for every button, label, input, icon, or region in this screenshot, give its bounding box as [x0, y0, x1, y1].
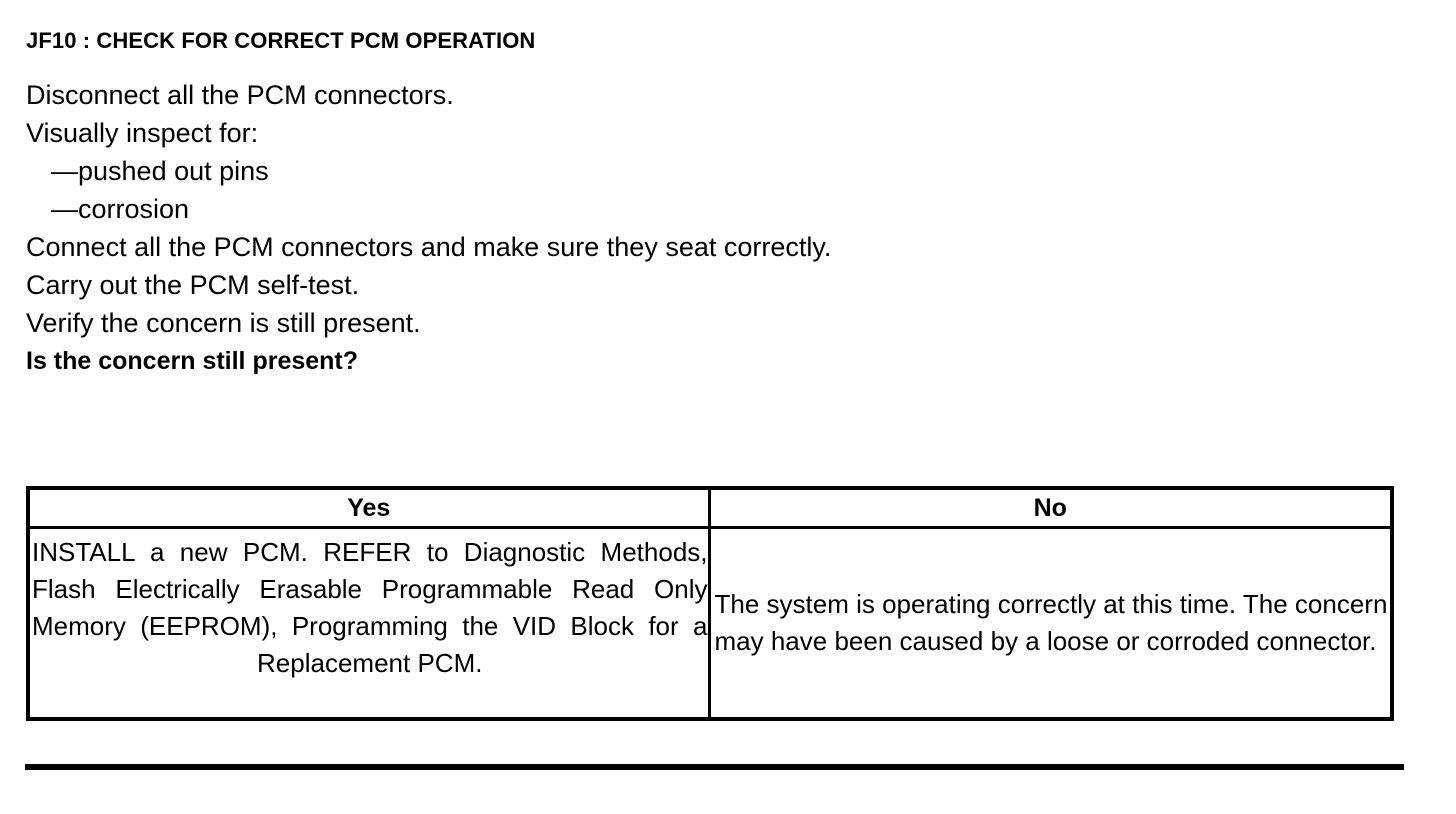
instruction-line: Verify the concern is still present.: [26, 308, 421, 338]
instruction-list: Disconnect all the PCM connectors. Visua…: [26, 76, 1396, 380]
cell-no-action: The system is operating correctly at thi…: [707, 526, 1394, 721]
instruction-line: Disconnect all the PCM connectors.: [26, 80, 454, 110]
instruction-line: Connect all the PCM connectors and make …: [26, 232, 832, 262]
instruction-line: Carry out the PCM self-test.: [26, 270, 360, 300]
decision-question: Is the concern still present?: [26, 347, 359, 375]
column-header-yes: Yes: [26, 486, 711, 529]
instruction-line: Visually inspect for:: [26, 118, 259, 148]
table-header-row: Yes No: [26, 486, 1394, 529]
table-row: INSTALL a new PCM. REFER to Diagnostic M…: [26, 526, 1394, 721]
instruction-bullet: —corrosion: [51, 194, 190, 224]
cell-yes-action: INSTALL a new PCM. REFER to Diagnostic M…: [26, 526, 711, 721]
instruction-bullet: —pushed out pins: [51, 156, 269, 186]
decision-table: Yes No INSTALL a new PCM. REFER to Diagn…: [26, 486, 1394, 721]
footer-divider: [25, 764, 1404, 770]
page-title: JF10 : CHECK FOR CORRECT PCM OPERATION: [26, 28, 536, 53]
column-header-no: No: [707, 486, 1394, 529]
